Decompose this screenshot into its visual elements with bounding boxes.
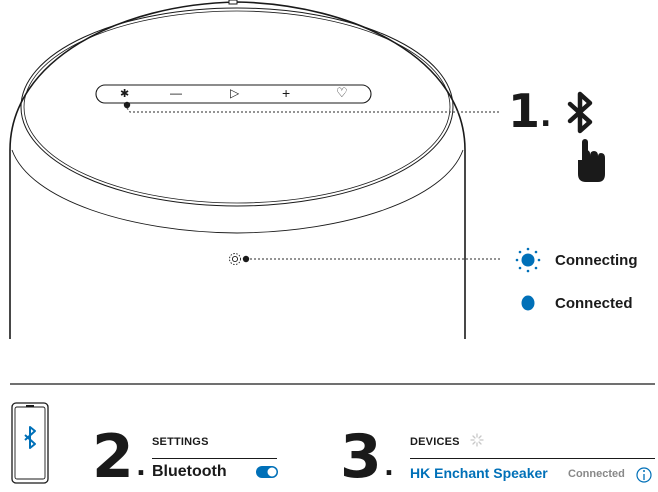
loading-spinner-icon [470,433,484,447]
led-indicator-icon [229,253,241,265]
play-icon[interactable]: ▷ [230,86,240,100]
bluetooth-setting-label[interactable]: Bluetooth [152,463,227,480]
bluetooth-icon [567,91,593,134]
bluetooth-icon[interactable]: ✱ [120,88,130,100]
control-bar [95,84,372,104]
volume-down-icon[interactable]: — [170,86,182,100]
bluetooth-toggle[interactable] [256,466,278,478]
step-3-dot: . [384,452,394,482]
smartphone-bluetooth-icon [11,402,49,484]
device-name-link[interactable]: HK Enchant Speaker [410,465,548,481]
devices-heading: DEVICES [410,436,460,448]
led-blinking-icon [515,247,541,273]
legend-connected-label: Connected [555,295,633,312]
hand-press-icon [578,139,605,182]
led-solid-icon [521,295,535,311]
settings-heading: SETTINGS [152,436,209,448]
step-2-number: 2 [92,422,134,492]
step-2-dot: . [136,452,146,482]
info-icon[interactable] [636,467,652,483]
legend-connecting-label: Connecting [555,252,638,269]
volume-up-icon[interactable]: + [282,85,291,101]
step-3-number: 3 [340,422,382,492]
step-1-dot: . [540,99,552,134]
devices-divider [410,458,655,459]
control-buttons: ✱ — ▷ + ♡ [96,85,371,103]
settings-divider [152,458,277,459]
favorite-heart-icon[interactable]: ♡ [336,85,348,100]
step-1-number: 1 [508,84,541,138]
device-status: Connected [568,468,625,480]
